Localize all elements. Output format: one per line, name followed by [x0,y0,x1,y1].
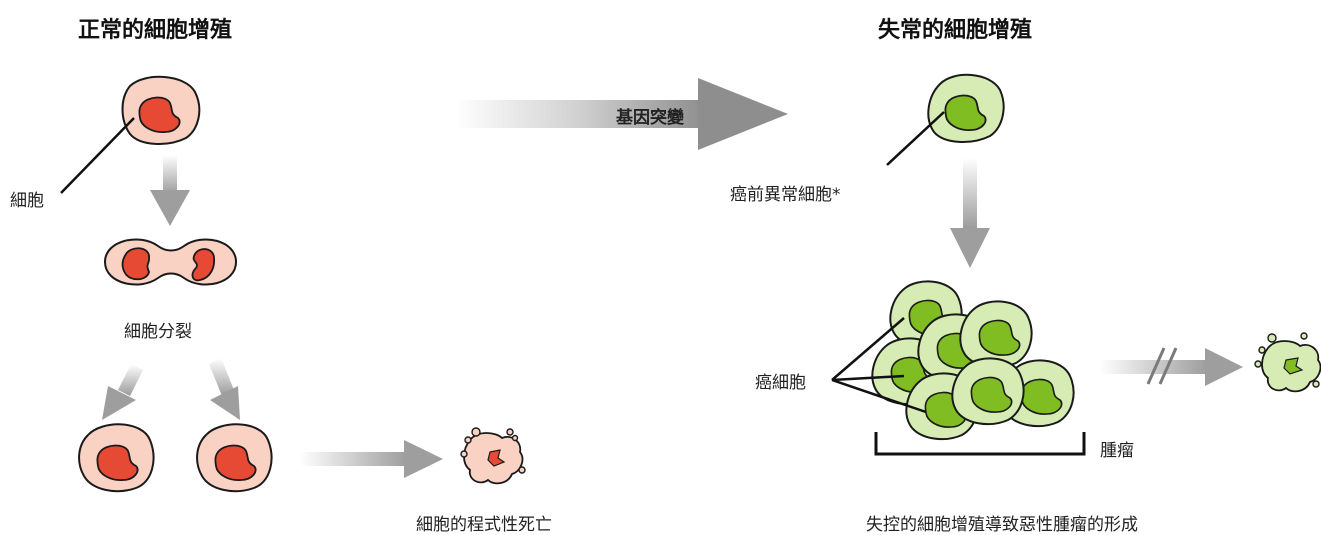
dividing-cell [103,238,238,286]
mutation-label: 基因突變 [616,108,684,128]
dying-cancer-cell [1254,332,1321,393]
precancer-pointer-line [886,111,945,166]
apoptosis-label: 細胞的程式性死亡 [416,515,552,535]
daughter-cell-left [78,423,155,493]
down-arrow-2 [950,158,990,268]
tumor-label: 腫瘤 [1100,441,1134,461]
mutation-arrow [455,78,788,150]
cell-pointer-line [60,117,135,194]
apoptosis-arrow [300,440,443,478]
abnormal-title: 失常的細胞增殖 [878,18,1033,43]
division-label: 細胞分裂 [124,322,192,342]
apoptotic-cell [460,427,526,485]
cell-label: 細胞 [10,191,44,211]
normal-cell [121,75,201,145]
precancer-label: 癌前異常細胞* [730,185,841,205]
tumor-cluster [871,280,1075,441]
abnormal-caption: 失控的細胞增殖導致惡性腫瘤的形成 [866,515,1138,535]
normal-title: 正常的細胞增殖 [78,18,233,43]
split-arrow-left [102,364,143,420]
daughter-cell-right [196,423,273,493]
cancer-cell-label: 癌細胞 [755,373,806,393]
tumor-bracket [874,432,1086,456]
precancer-cell [927,73,1005,143]
cancer-pointer-lines [831,317,927,414]
metastasis-arrow [1100,347,1243,386]
down-arrow-1 [150,155,190,226]
split-arrow-right [209,358,240,420]
